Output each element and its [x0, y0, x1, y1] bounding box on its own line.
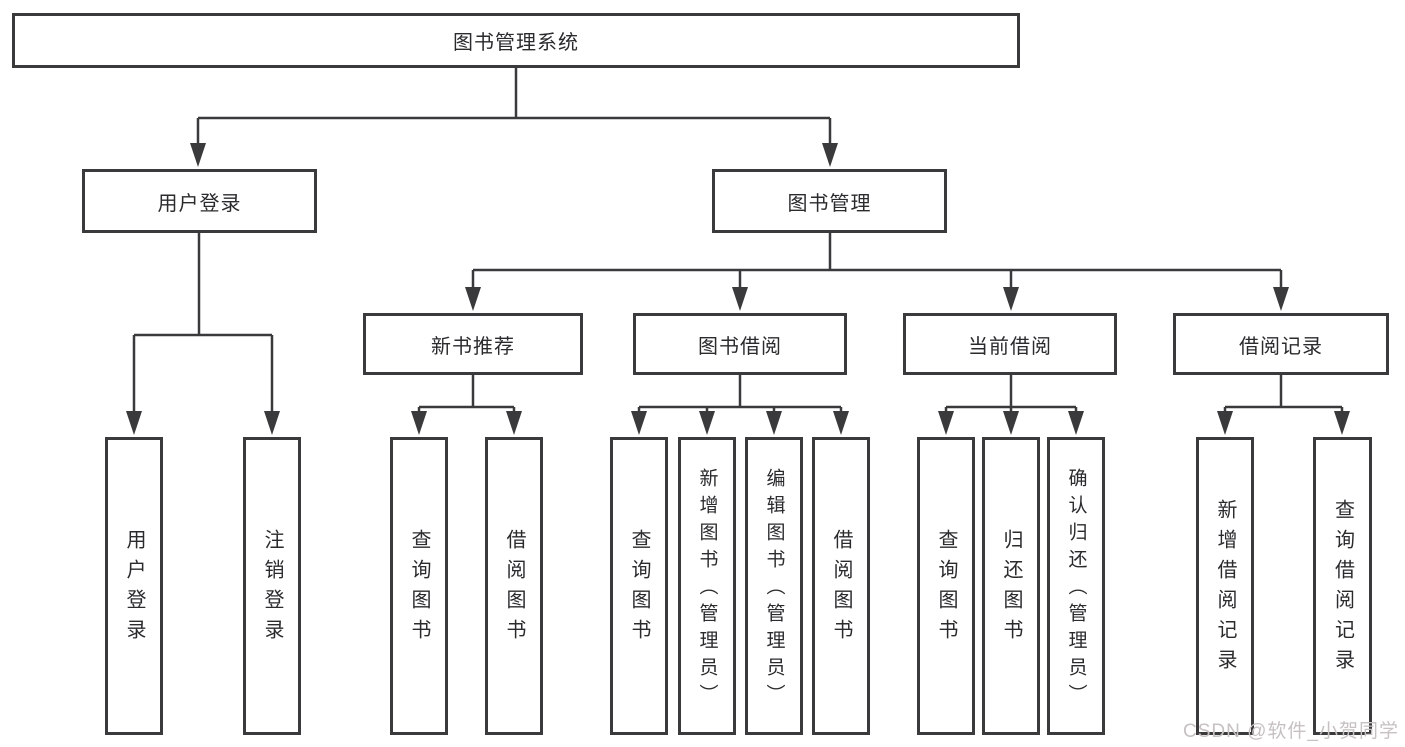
arrow-icon	[1003, 411, 1019, 435]
leaf-edit-books-admin: 编辑图书（管理员）	[745, 437, 803, 735]
leaf-logout: 注销登录	[243, 437, 301, 735]
leaf-query-books-1: 查询图书	[390, 437, 448, 735]
connector-root-to-level2	[196, 68, 832, 146]
node-label: 确认归还（管理员）	[1065, 467, 1087, 711]
connector-user-login-to-leaves	[132, 233, 274, 414]
arrow-icon	[732, 287, 748, 311]
connector-new-book-to-leaves	[417, 375, 516, 414]
connector-book-borrow-to-leaves	[637, 375, 843, 414]
node-label: 借阅图书	[830, 529, 852, 649]
leaf-add-books-admin: 新增图书（管理员）	[678, 437, 736, 735]
node-label: 新书推荐	[431, 335, 515, 358]
node-label: 借阅记录	[1239, 335, 1323, 358]
arrow-icon	[631, 411, 647, 435]
node-label: 查询图书	[935, 529, 957, 649]
arrow-icon	[822, 143, 838, 167]
arrow-icon	[1068, 411, 1084, 435]
node-label: 编辑图书（管理员）	[763, 467, 785, 711]
node-label: 图书管理系统	[453, 32, 579, 54]
node-new-book-recommend: 新书推荐	[363, 313, 583, 375]
csdn-watermark: CSDN @软件_小贺同学	[1183, 721, 1399, 742]
node-label: 新增图书（管理员）	[696, 467, 718, 711]
node-label: 新增借阅记录	[1214, 499, 1236, 679]
node-label: 图书管理	[787, 192, 872, 215]
node-label: 用户登录	[123, 529, 145, 649]
leaf-confirm-return-admin: 确认归还（管理员）	[1047, 437, 1105, 735]
connector-borrow-record-to-leaves	[1223, 375, 1344, 414]
arrow-icon	[190, 143, 206, 167]
node-label: 查询图书	[408, 529, 430, 649]
node-label: 用户登录	[157, 192, 242, 215]
arrow-icon	[411, 411, 427, 435]
arrow-icon	[833, 411, 849, 435]
leaf-user-login: 用户登录	[105, 437, 163, 735]
arrow-icon	[766, 411, 782, 435]
arrow-icon	[465, 287, 481, 311]
leaf-borrow-books-1: 借阅图书	[485, 437, 543, 735]
leaf-query-books-2: 查询图书	[610, 437, 668, 735]
node-root-system: 图书管理系统	[12, 13, 1020, 68]
leaf-return-books: 归还图书	[982, 437, 1040, 735]
arrow-icon	[1334, 411, 1350, 435]
arrowheads	[126, 143, 1350, 435]
arrow-icon	[699, 411, 715, 435]
node-label: 查询图书	[628, 529, 650, 649]
node-label: 借阅图书	[503, 529, 525, 649]
node-label: 归还图书	[1000, 529, 1022, 649]
leaf-query-borrow-record: 查询借阅记录	[1313, 437, 1372, 735]
arrow-icon	[126, 411, 142, 435]
node-user-login: 用户登录	[82, 169, 317, 233]
connector-book-mgmt-to-level3	[471, 233, 1283, 290]
node-label: 当前借阅	[968, 335, 1052, 358]
node-current-borrowing: 当前借阅	[903, 313, 1117, 375]
arrow-icon	[1273, 287, 1289, 311]
node-label: 查询借阅记录	[1331, 499, 1354, 679]
arrow-icon	[1217, 411, 1233, 435]
leaf-add-borrow-record: 新增借阅记录	[1196, 437, 1254, 735]
node-borrow-records: 借阅记录	[1173, 313, 1389, 375]
leaf-query-books-3: 查询图书	[917, 437, 975, 735]
connector-current-borrow-to-leaves	[944, 375, 1078, 414]
arrow-icon	[1003, 287, 1019, 311]
node-label: 图书借阅	[698, 335, 782, 358]
node-book-borrowing: 图书借阅	[633, 313, 847, 375]
node-book-management: 图书管理	[712, 169, 947, 233]
arrow-icon	[506, 411, 522, 435]
arrow-icon	[938, 411, 954, 435]
leaf-borrow-books-2: 借阅图书	[812, 437, 870, 735]
node-label: 注销登录	[261, 529, 283, 649]
arrow-icon	[264, 411, 280, 435]
